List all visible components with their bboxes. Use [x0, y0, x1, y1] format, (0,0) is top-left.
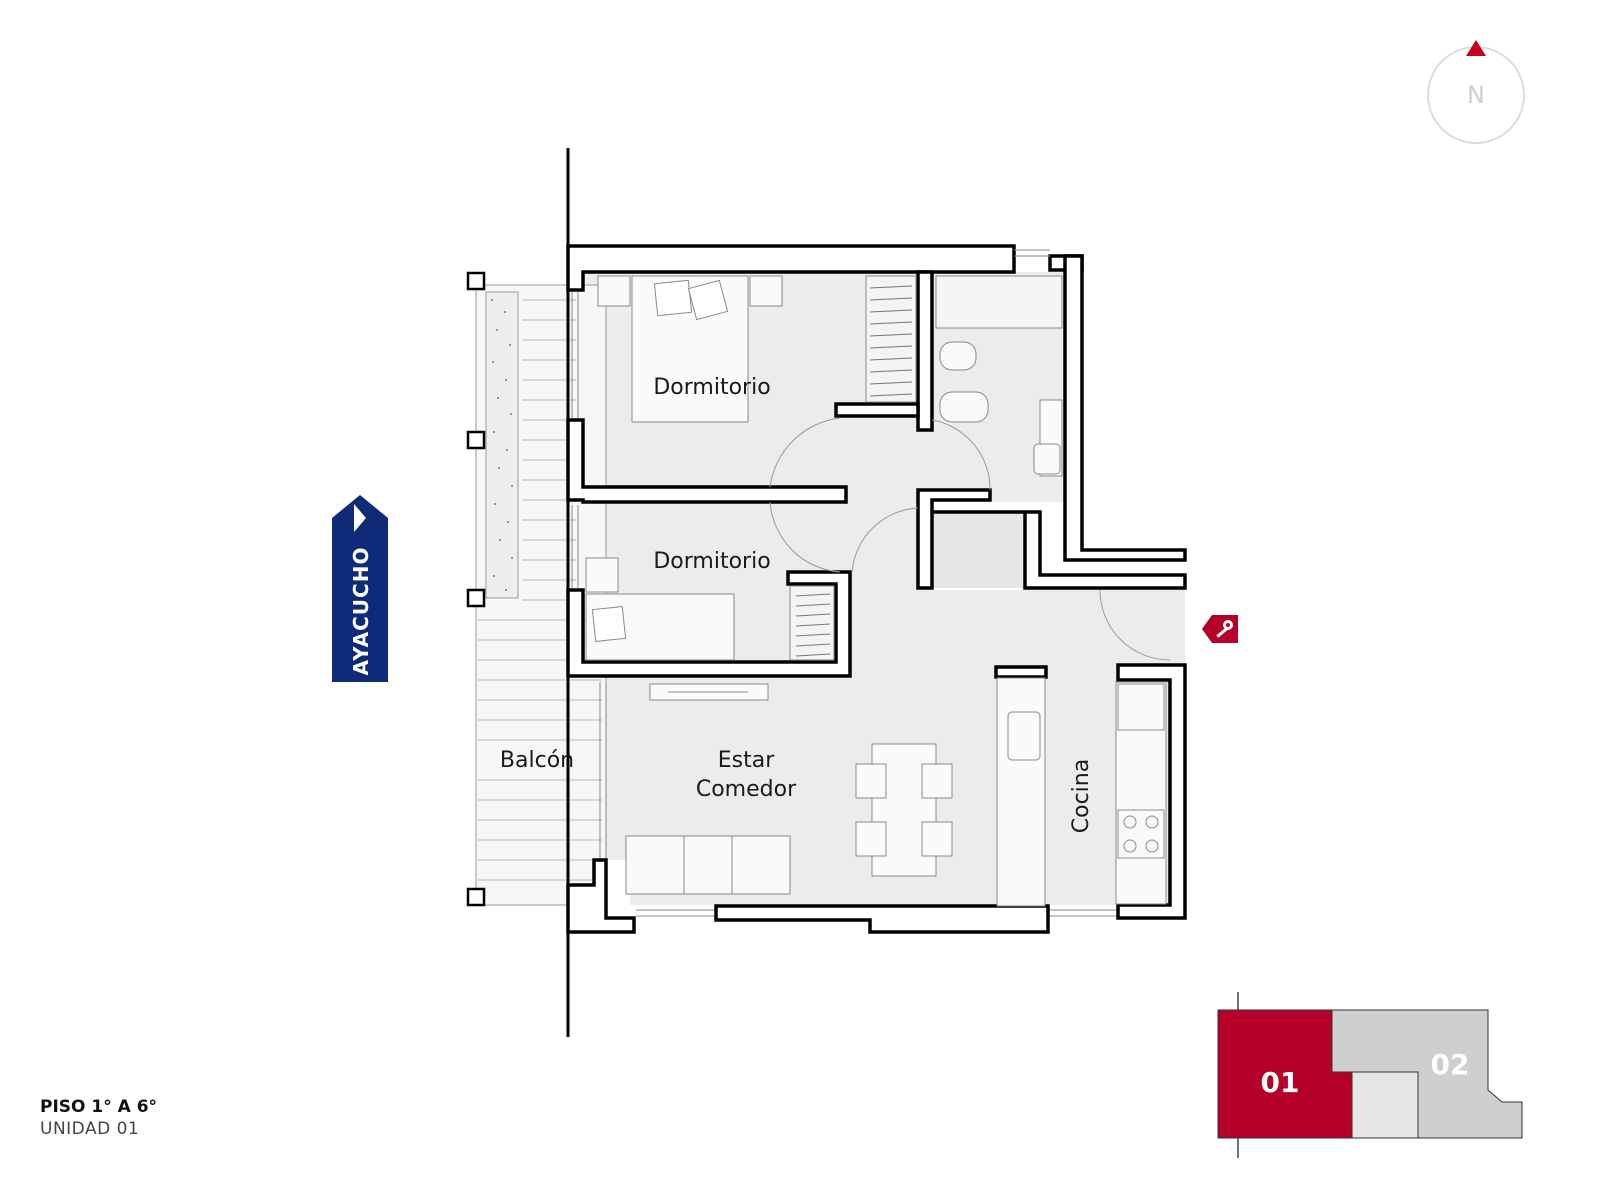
railing-posts	[466, 271, 486, 907]
cooktop	[1117, 809, 1165, 859]
compass: N	[1427, 40, 1525, 144]
nightstand	[597, 275, 631, 307]
room-label-kitchen: Cocina	[1069, 759, 1094, 833]
sink	[1007, 711, 1041, 761]
wall-bed-divider	[566, 418, 848, 504]
pillow	[653, 279, 693, 317]
wall-closet-1	[834, 402, 920, 418]
entrance-marker	[1202, 615, 1238, 643]
nightstand	[749, 275, 783, 307]
room-label-bedroom-1: Dormitorio	[653, 375, 770, 400]
sofa	[625, 835, 791, 895]
floor-range: PISO 1° A 6°	[40, 1097, 158, 1117]
pillow	[687, 279, 729, 321]
door-swings	[769, 417, 1171, 661]
wall-south	[714, 904, 1050, 934]
bedroom-1-furniture	[597, 275, 917, 423]
nightstand	[585, 557, 619, 593]
bathroom-fixtures	[935, 275, 1063, 477]
door-bath	[931, 419, 991, 491]
wall-east-corridor	[1063, 254, 1187, 562]
planter-gravel	[491, 299, 513, 591]
windows	[571, 249, 1116, 917]
shower	[935, 275, 1063, 329]
wall-kitchen-stub	[994, 665, 1048, 679]
bidet	[939, 391, 989, 423]
wall-bed2-closet	[566, 570, 852, 678]
room-label-living-1: Estar	[718, 748, 775, 773]
wardrobe	[789, 585, 835, 661]
key-plan: 01 02	[1217, 992, 1523, 1158]
wall-living-west	[566, 858, 636, 934]
double-bed	[631, 275, 749, 423]
room-labels: Dormitorio Dormitorio Balcón Estar Comed…	[500, 375, 1094, 833]
room-label-balcony: Balcón	[500, 748, 574, 773]
key-plan-label-02: 02	[1431, 1048, 1470, 1081]
chair	[921, 821, 953, 857]
key-plan-label-01: 01	[1261, 1066, 1300, 1099]
chair	[855, 821, 887, 857]
wardrobe	[865, 275, 917, 403]
street-name: AYACUCHO	[349, 547, 373, 676]
wall-kitchen-east	[1116, 663, 1187, 920]
north-arrow-icon	[1466, 40, 1486, 56]
street-sign: AYACUCHO	[332, 495, 388, 682]
key-plan-unit-01	[1217, 1009, 1353, 1139]
balcony	[466, 271, 607, 907]
wall-storage	[932, 510, 1187, 590]
chair	[855, 763, 887, 799]
door-bedroom-2	[769, 501, 841, 573]
room-label-bedroom-2: Dormitorio	[653, 549, 770, 574]
kitchen-fixtures	[996, 677, 1167, 907]
floor-caption: PISO 1° A 6° UNIDAD 01	[40, 1096, 157, 1140]
door-bedroom-1	[769, 417, 841, 488]
walls	[566, 244, 1187, 934]
bedroom-2-furniture	[585, 557, 835, 661]
unit-name: UNIDAD 01	[40, 1119, 140, 1139]
fridge	[1117, 683, 1165, 731]
wall-bath-west	[916, 270, 934, 432]
room-label-living-2: Comedor	[696, 777, 797, 802]
toilet	[939, 341, 977, 371]
street-arrow-icon	[354, 504, 366, 532]
living-furniture	[625, 683, 953, 895]
door-hall	[851, 507, 919, 573]
pillow	[591, 605, 627, 643]
door-entrance	[1099, 589, 1171, 661]
chair	[921, 763, 953, 799]
compass-label: N	[1467, 81, 1485, 109]
wall-north	[566, 244, 1016, 292]
